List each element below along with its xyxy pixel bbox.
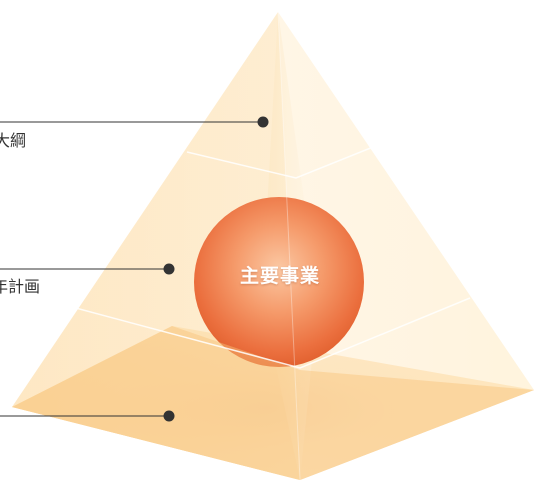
connector-dot-middle bbox=[163, 263, 175, 275]
label-middle-tier: 年計画 bbox=[0, 277, 41, 296]
core-sphere bbox=[194, 197, 364, 367]
tier-divider-upper bbox=[186, 144, 379, 179]
pyramid-base-overlay bbox=[12, 326, 534, 480]
label-top-tier: 大綱 bbox=[0, 131, 27, 150]
pyramid-right-face bbox=[278, 12, 534, 480]
pyramid-edge-front bbox=[277, 11, 301, 481]
pyramid-left-face bbox=[12, 12, 300, 480]
tier-divider-lower bbox=[71, 297, 471, 369]
core-label: 主要事業 bbox=[239, 265, 320, 287]
connector-dot-top bbox=[257, 116, 269, 128]
connector-dot-bottom bbox=[163, 410, 175, 422]
